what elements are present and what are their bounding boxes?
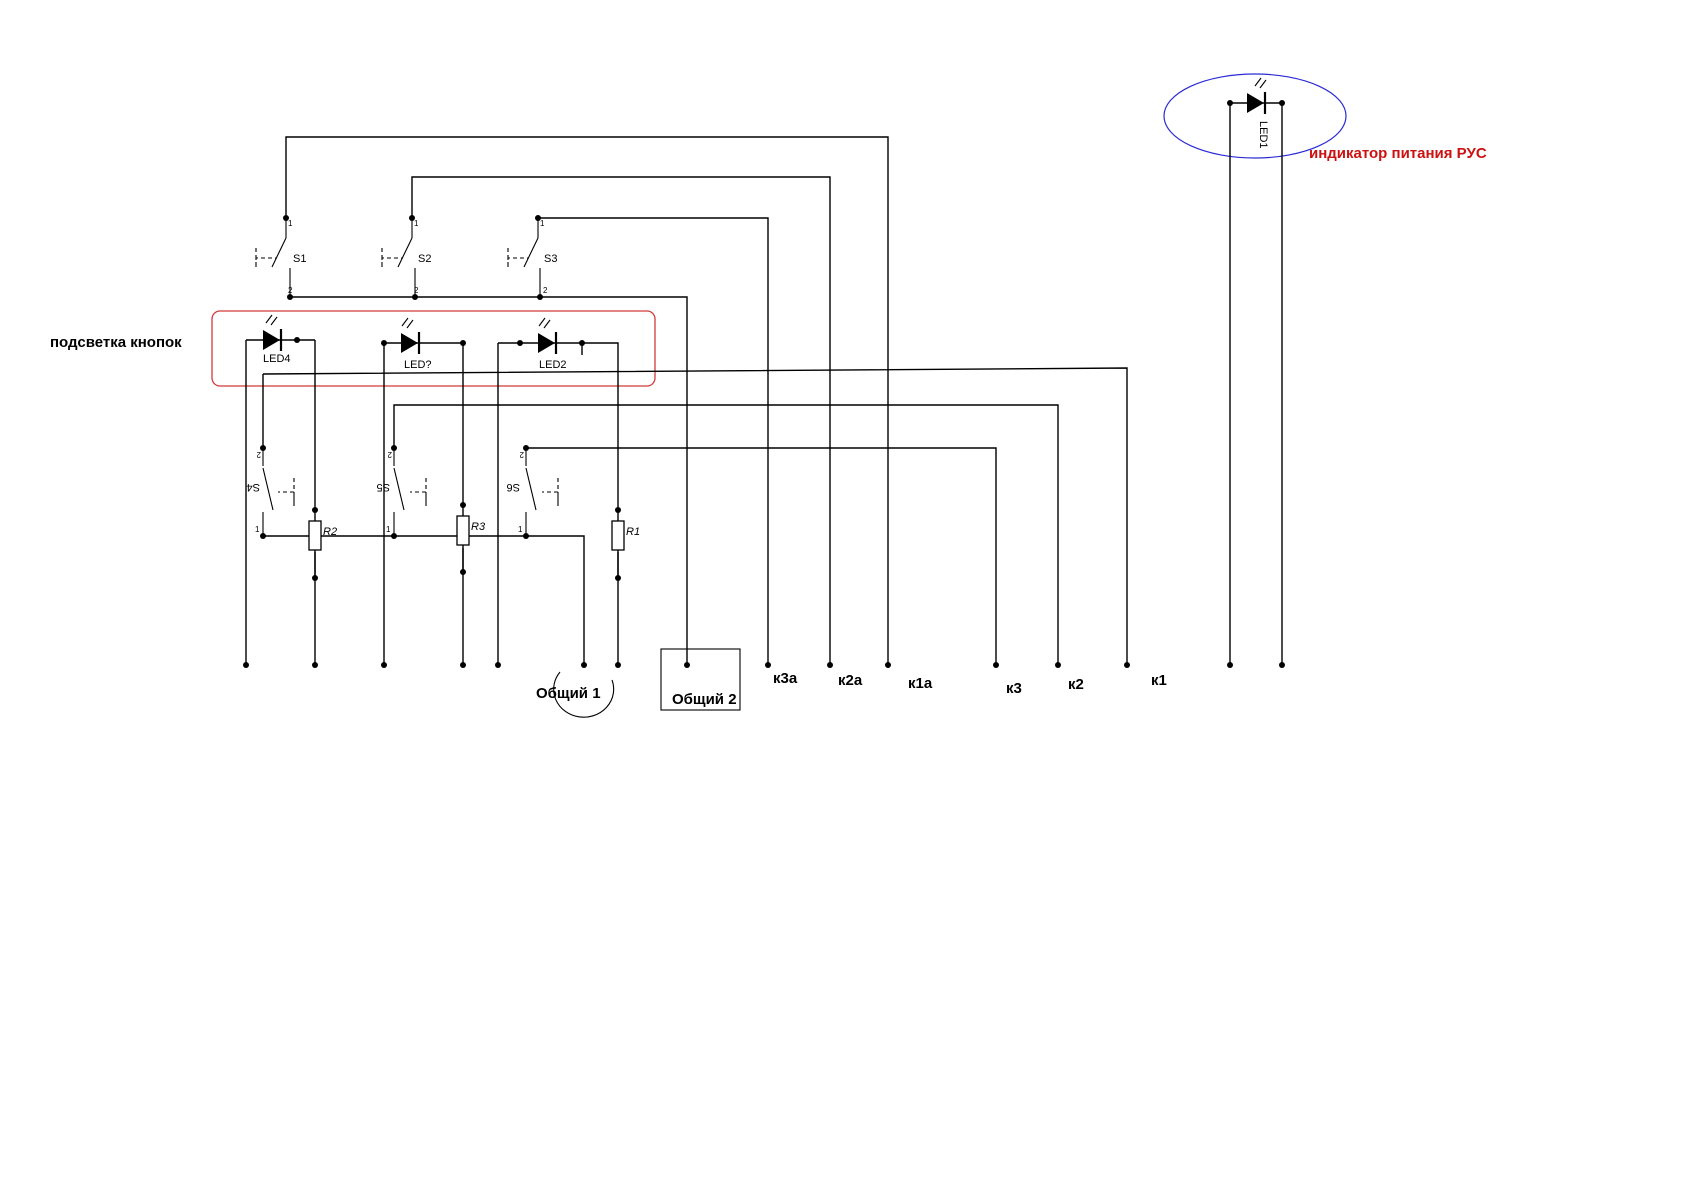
s2-pin1: 1 [414,219,419,228]
common1-circle-marker [553,671,615,718]
led4: LED4 [246,314,297,365]
led4-label: LED4 [263,353,291,365]
k3-wire [526,447,997,665]
switch-s5: 2 1 S5 [377,448,427,536]
terminal-k3: к3 [1006,680,1022,697]
s4-label: S4 [247,481,260,493]
switch-s4: 2 1 S4 [247,448,295,536]
s1-label: S1 [293,253,306,265]
switch-s2: 1 2 S2 [381,218,431,295]
s2-pin2: 2 [414,286,419,295]
s5-pin2: 2 [387,450,392,459]
vertical-rails [245,339,619,665]
s6-pin1: 1 [518,525,523,534]
s1-pin1: 1 [288,219,293,228]
common2-box-marker [660,648,741,711]
r1-label: R1 [626,526,640,538]
backlight-highlight-box [211,310,656,387]
led2: LED2 [498,317,582,371]
switch-s1: 1 2 S1 [255,218,306,295]
resistor-r2: R2 [308,510,337,578]
terminal-k2: к2 [1068,676,1084,693]
r2-label: R2 [323,526,337,538]
s4-pin1: 1 [255,525,260,534]
led-mid-label: LED? [404,359,432,371]
terminal-common1: Общий 1 [536,685,601,702]
k2-wire [393,404,1059,665]
resistor-r3: R3 [456,505,486,572]
terminal-k3a: к3а [773,670,798,687]
s5-pin1: 1 [386,525,391,534]
power-indicator-led1: LED1 [1163,73,1347,665]
s3-label: S3 [544,253,557,265]
common1-bus [263,535,585,665]
led1-label: LED1 [1257,121,1269,149]
resistor-r1: R1 [611,510,640,578]
s1-pin2: 2 [288,286,293,295]
switch-s3: 1 2 S3 [507,218,557,295]
junction-dots [260,215,621,581]
backlight-label: подсветка кнопок [50,334,182,351]
led-unnumbered: LED? [384,317,463,371]
s2-label: S2 [418,253,431,265]
s3-pin1: 1 [540,219,545,228]
terminal-k1a: к1а [908,675,933,692]
led2-label: LED2 [539,359,567,371]
terminal-common2: Общий 2 [672,691,737,708]
s5-label: S5 [377,481,390,493]
terminal-labels: Общий 1 Общий 2 к3а к2а к1а к3 к2 к1 [536,670,1167,708]
s6-pin2: 2 [519,450,524,459]
s4-pin2: 2 [256,450,261,459]
common2-bus [290,296,688,665]
terminal-k1: к1 [1151,672,1167,689]
power-indicator-label: индикатор питания РУС [1309,145,1487,162]
terminal-dots [243,662,1285,668]
r3-label: R3 [471,521,486,533]
s3-pin2: 2 [543,286,548,295]
k1-wire [262,367,1128,665]
terminal-k2a: к2а [838,672,863,689]
switch-s6: 2 1 S6 [507,448,559,536]
top-feed-wires [285,136,889,665]
s6-label: S6 [507,481,520,493]
